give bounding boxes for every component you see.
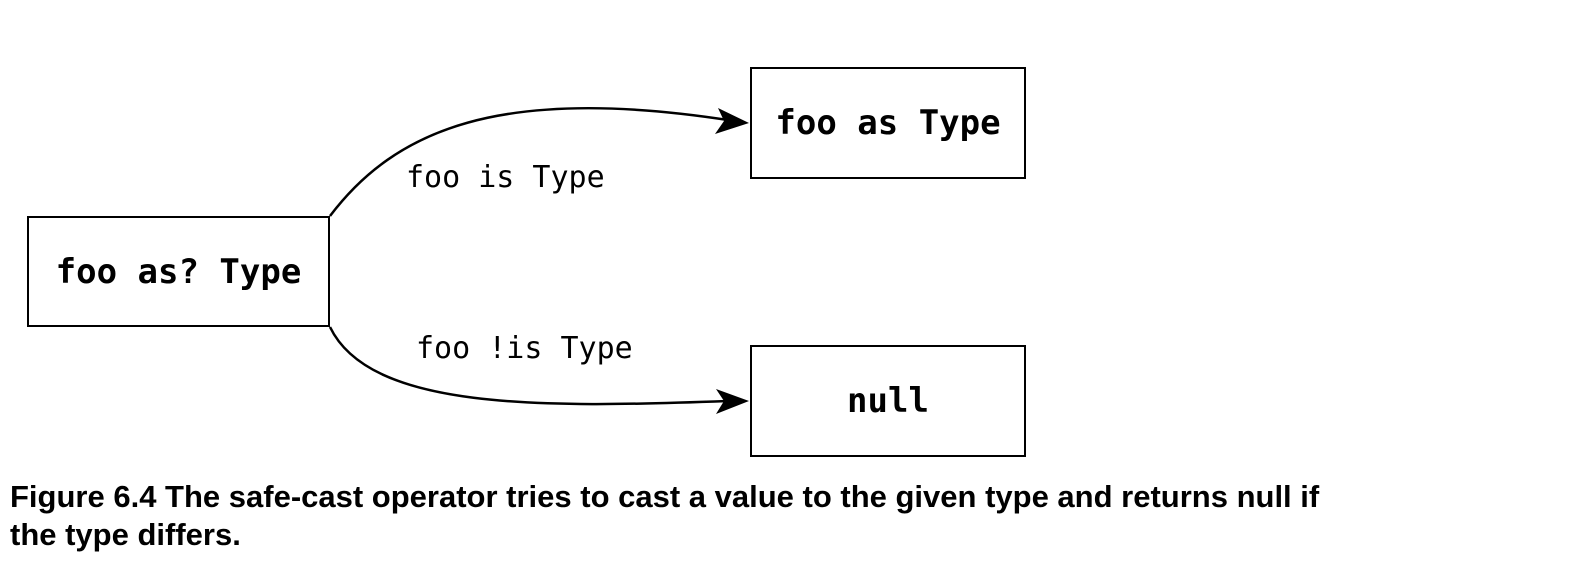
- edge-label-is-type: foo is Type: [406, 160, 605, 195]
- edge-is-connector: [329, 106, 729, 217]
- figure-caption: Figure 6.4 The safe-cast operator tries …: [10, 478, 1585, 554]
- node-safe-cast-expression: foo as? Type: [27, 216, 330, 327]
- node-cast-expression: foo as Type: [750, 67, 1026, 179]
- edge-not-is-connector: [328, 326, 729, 406]
- node-null-result: null: [750, 345, 1026, 457]
- caption-line-1: Figure 6.4 The safe-cast operator tries …: [10, 479, 1320, 514]
- arrowhead-null: [716, 389, 749, 414]
- edge-label-not-is-type: foo !is Type: [416, 331, 633, 366]
- caption-line-2: the type differs.: [10, 517, 241, 552]
- arrowhead-cast: [715, 108, 749, 134]
